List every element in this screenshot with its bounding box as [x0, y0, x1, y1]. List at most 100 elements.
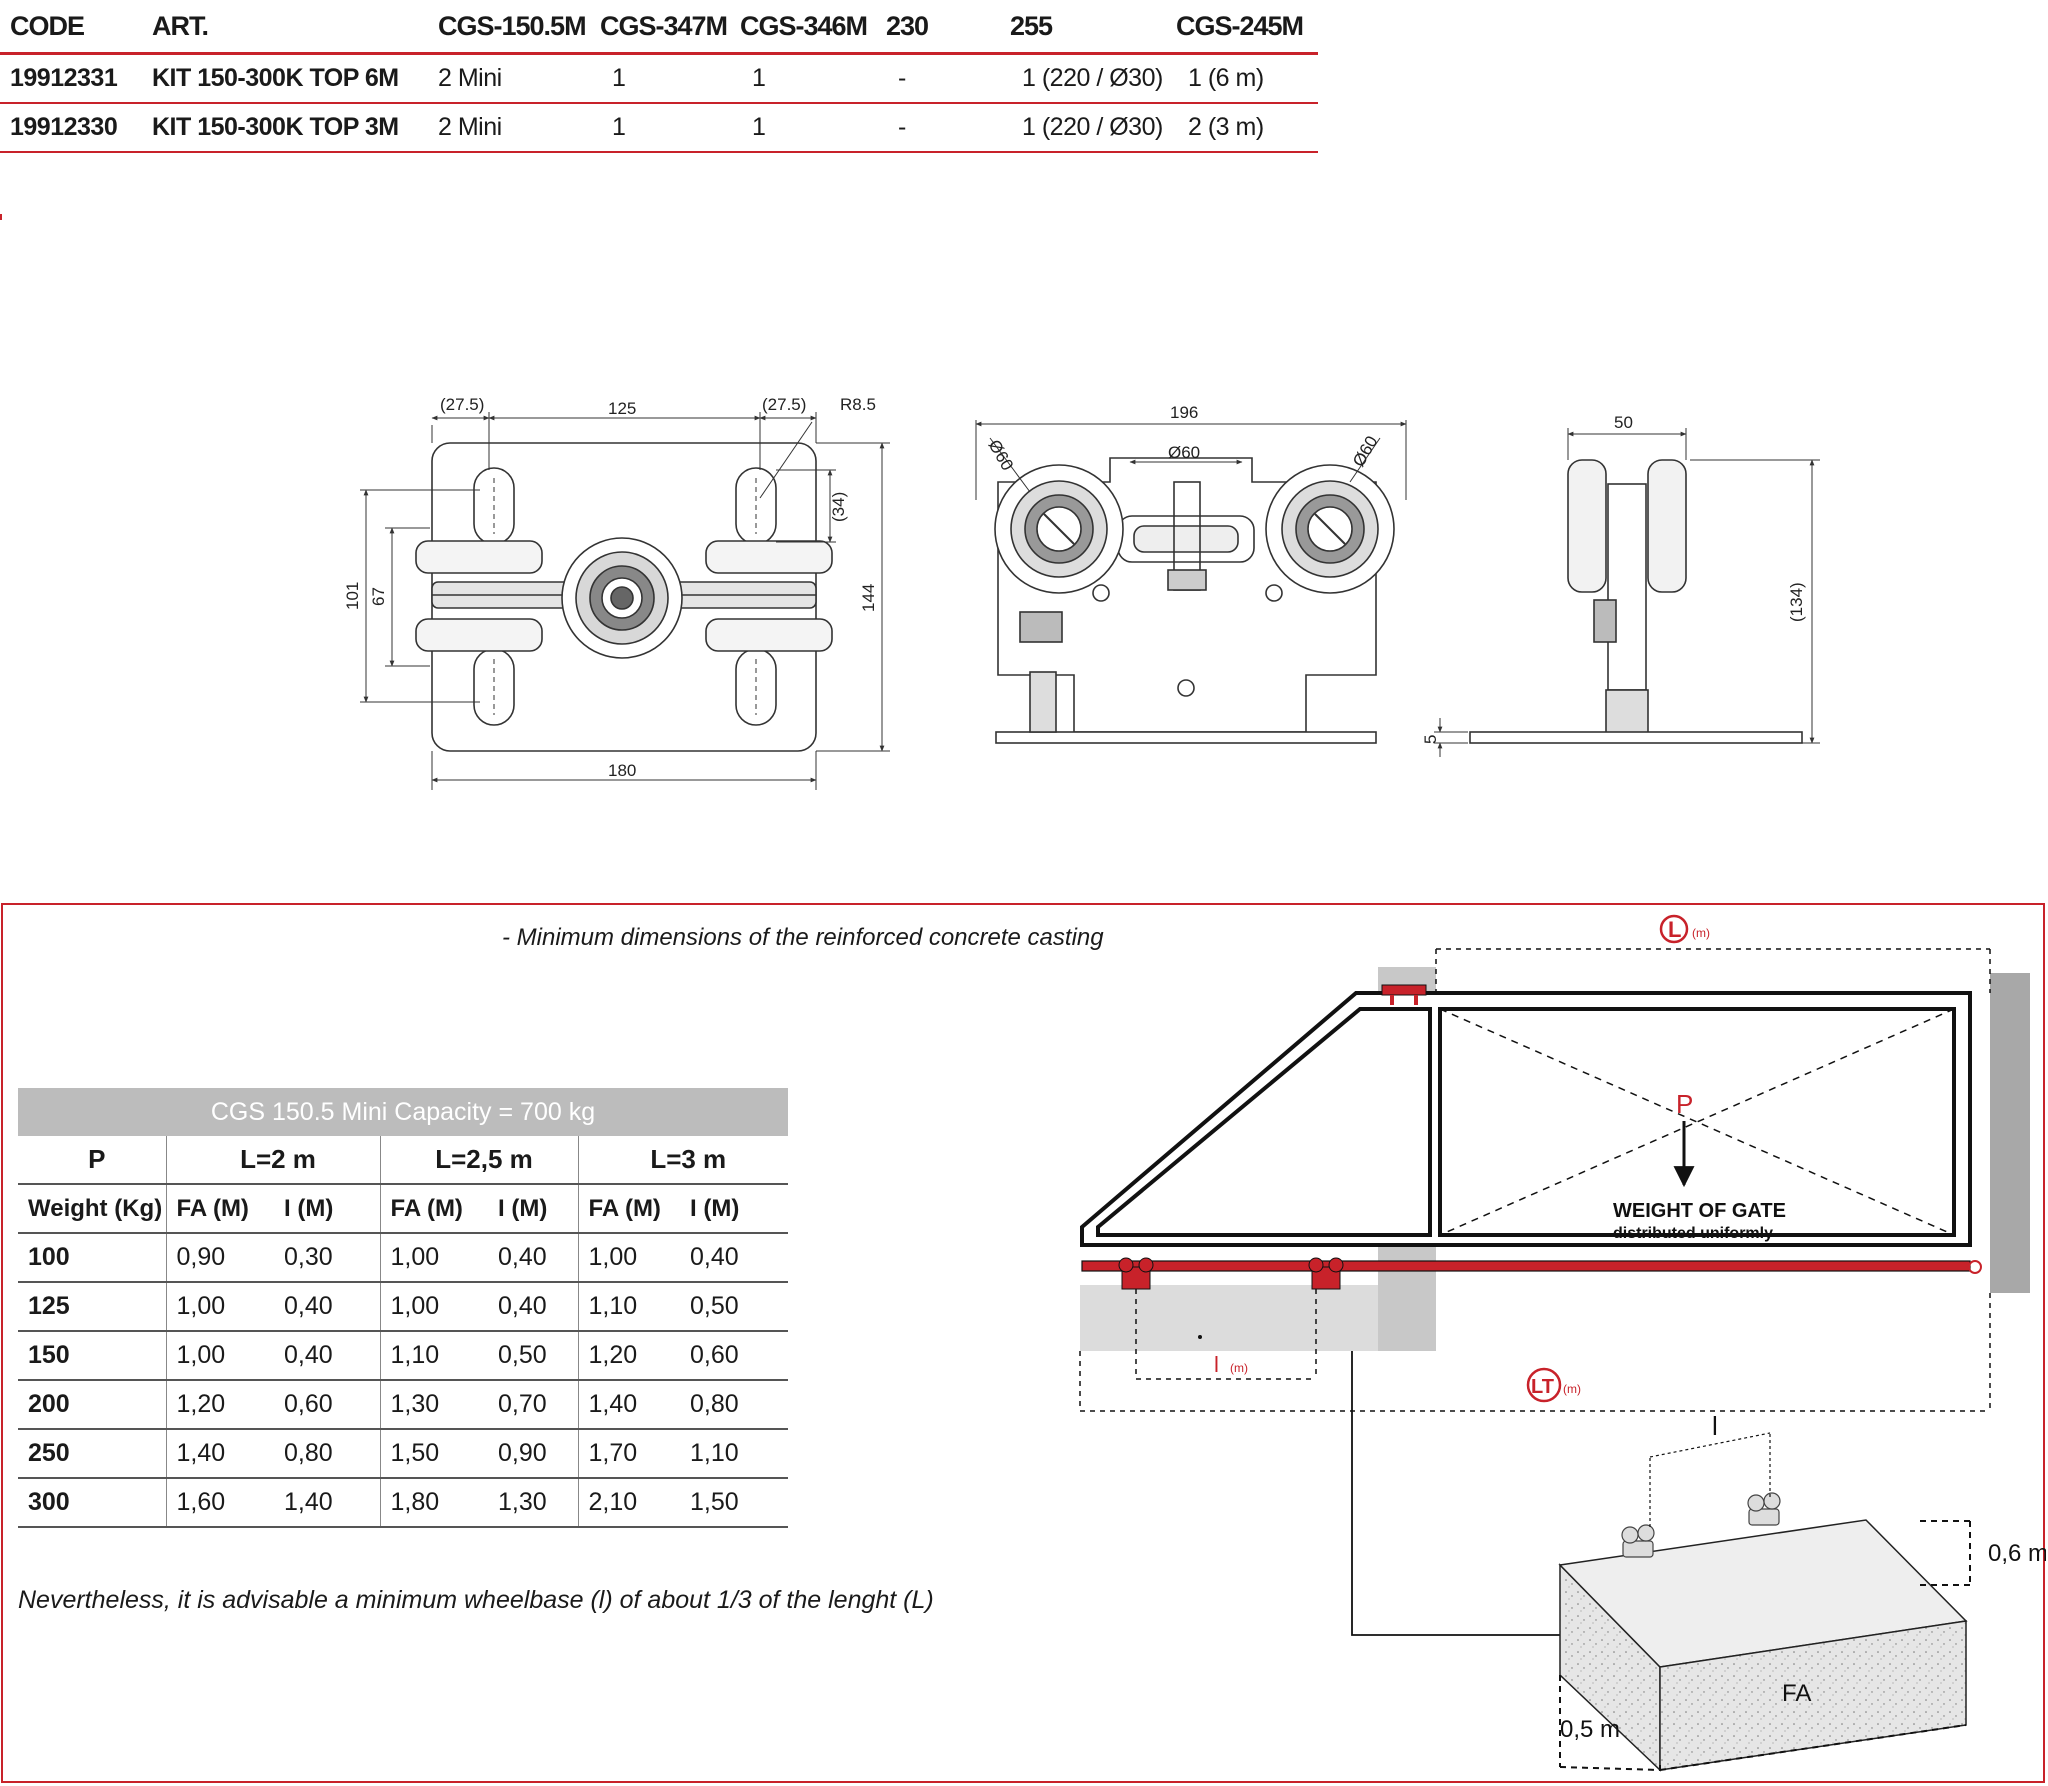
weight-cell: 100	[18, 1233, 166, 1283]
kit-cell: 2 (3 m)	[1166, 103, 1318, 153]
fa-cell: 1,20	[165, 1380, 274, 1430]
group-p: P	[18, 1136, 166, 1185]
kit-col-cgs-347m: CGS-347M	[590, 0, 730, 55]
dim-5: 5	[1421, 735, 1440, 744]
dim-125: 125	[608, 399, 636, 418]
red-tick	[0, 214, 2, 220]
gate-diagram: L (m) P WEIGHT OF GATE distributed unifo…	[1079, 914, 2046, 1772]
i-cell: 1,50	[680, 1478, 788, 1528]
weight-sublabel: distributed uniformly	[1613, 1225, 1773, 1242]
kit-col-cgs-245m: CGS-245M	[1166, 0, 1318, 55]
dim-144: 144	[859, 584, 878, 612]
kit-table-row: 19912330 KIT 150-300K TOP 3M 2 Mini 1 1 …	[0, 103, 1318, 153]
wheelbase-note: Nevertheless, it is advisable a minimum …	[18, 1586, 934, 1614]
front-view-drawing: 196 Ø60 Ø60 Ø60	[975, 403, 1407, 744]
kit-cell: 1 (220 / Ø30)	[1000, 103, 1166, 153]
carriage-right	[1308, 1257, 1344, 1290]
dim-67: 67	[369, 587, 388, 606]
fa-cell: 1,60	[165, 1478, 274, 1528]
kit-table-row: 19912331 KIT 150-300K TOP 6M 2 Mini 1 1 …	[0, 53, 1318, 104]
lt-unit: (m)	[1563, 1382, 1581, 1396]
kit-article: KIT 150-300K TOP 3M	[142, 103, 428, 153]
wheelbase-l-unit: (m)	[1230, 1361, 1248, 1375]
i-cell: 0,30	[274, 1233, 380, 1283]
kit-col-230: 230	[876, 0, 1000, 55]
i-cell: 0,70	[488, 1380, 578, 1430]
weight-cell: 150	[18, 1331, 166, 1381]
i-cell: 0,50	[680, 1282, 788, 1332]
i-cell: 0,40	[274, 1282, 380, 1332]
side-view-drawing: 50 (134) 5	[1421, 413, 1820, 757]
kit-cell: 1 (220 / Ø30)	[1000, 53, 1166, 104]
i-cell: 1,40	[274, 1478, 380, 1528]
fa-cell: 1,40	[577, 1380, 680, 1430]
i-cell: 1,10	[680, 1429, 788, 1479]
i-cell: 0,60	[274, 1380, 380, 1430]
foundation-slab	[1080, 1285, 1396, 1351]
col-i: I (M)	[488, 1184, 578, 1234]
i-cell: 0,40	[488, 1282, 578, 1332]
block-width: 0,5 m	[1560, 1716, 1620, 1743]
fa-cell: 1,10	[379, 1331, 488, 1381]
kit-cell: 2 Mini	[428, 103, 590, 153]
col-weight: Weight (Kg)	[18, 1184, 166, 1234]
carriage-left	[1118, 1257, 1154, 1290]
dim-134: (134)	[1787, 582, 1806, 622]
lt-letter: LT	[1531, 1376, 1554, 1398]
kit-col-cgs-150-5m: CGS-150.5M	[428, 0, 590, 55]
top-guide	[1381, 984, 1427, 1005]
capacity-title: CGS 150.5 Mini Capacity = 700 kg	[18, 1088, 788, 1136]
col-fa: FA (M)	[577, 1184, 680, 1234]
dim-101: 101	[343, 582, 362, 610]
block-l: l	[1712, 1411, 1718, 1441]
col-fa: FA (M)	[165, 1184, 274, 1234]
fa-cell: 1,00	[165, 1282, 274, 1332]
technical-drawings: (27.5) 125 (27.5) R8.5 (34) 101 67 144 1…	[343, 395, 1820, 790]
capacity-table: CGS 150.5 Mini Capacity = 700 kg P L=2 m…	[18, 1088, 788, 1528]
fa-cell: 1,30	[379, 1380, 488, 1430]
col-fa: FA (M)	[379, 1184, 488, 1234]
i-cell: 0,40	[488, 1233, 578, 1283]
weight-cell: 125	[18, 1282, 166, 1332]
i-cell: 0,80	[274, 1429, 380, 1479]
fa-cell: 1,00	[577, 1233, 680, 1283]
fa-cell: 1,80	[379, 1478, 488, 1528]
wheelbase-l: l	[1214, 1352, 1219, 1377]
l-letter: L	[1668, 917, 1681, 942]
kit-code: 19912331	[0, 53, 142, 104]
group-l-2-5m: L=2,5 m	[379, 1136, 578, 1185]
i-cell: 0,60	[680, 1331, 788, 1381]
casting-note: - Minimum dimensions of the reinforced c…	[502, 924, 1104, 951]
kit-col-255: 255	[1000, 0, 1166, 55]
i-cell: 0,40	[274, 1331, 380, 1381]
dim-34: (34)	[829, 492, 848, 522]
i-cell: 0,80	[680, 1380, 788, 1430]
i-cell: 1,30	[488, 1478, 578, 1528]
kit-col-code: CODE	[0, 0, 142, 55]
dim-196: 196	[1170, 403, 1198, 422]
block-fa: FA	[1782, 1680, 1811, 1707]
dim-27-5-left: (27.5)	[440, 395, 484, 414]
weight-cell: 200	[18, 1380, 166, 1430]
kit-cell: 1	[590, 53, 730, 104]
fa-cell: 1,10	[577, 1282, 680, 1332]
group-l-3m: L=3 m	[577, 1136, 788, 1185]
group-l-2m: L=2 m	[165, 1136, 380, 1185]
fa-cell: 1,00	[165, 1331, 274, 1381]
dim-d60-center: Ø60	[1168, 443, 1200, 462]
fa-cell: 1,70	[577, 1429, 680, 1479]
dim-27-5-right: (27.5)	[762, 395, 806, 414]
fa-cell: 0,90	[165, 1233, 274, 1283]
dim-r8-5: R8.5	[840, 395, 876, 414]
kit-cell: 1	[590, 103, 730, 153]
block-height: 0,6 m	[1988, 1540, 2046, 1567]
kit-col-cgs-346m: CGS-346M	[730, 0, 876, 55]
i-cell: 0,50	[488, 1331, 578, 1381]
kit-article: KIT 150-300K TOP 6M	[142, 53, 428, 104]
dim-d60-right: Ø60	[1349, 433, 1382, 470]
kit-cell: 2 Mini	[428, 53, 590, 104]
